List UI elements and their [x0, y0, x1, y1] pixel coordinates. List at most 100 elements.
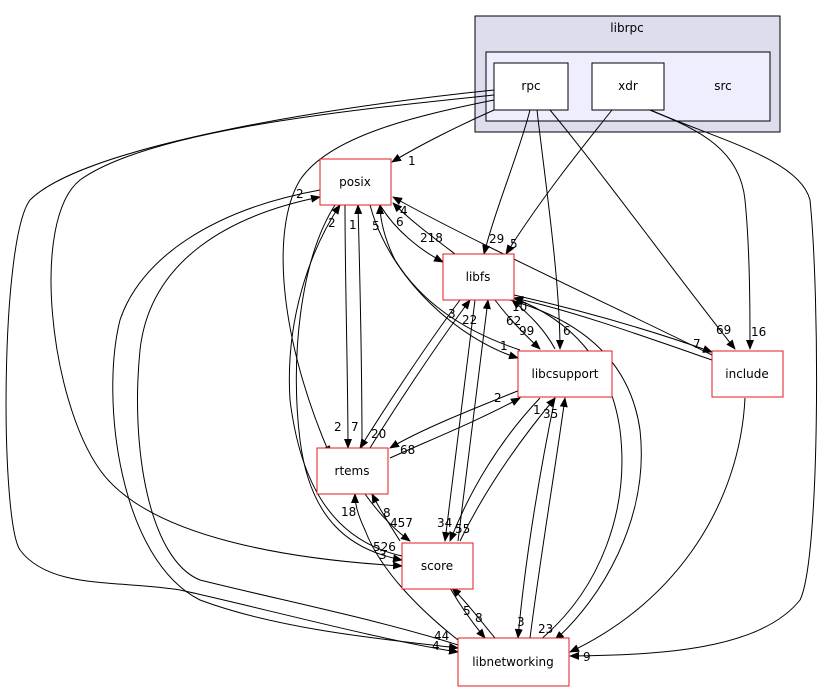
edge-label: 20	[371, 427, 386, 441]
edge-score-posix	[288, 204, 403, 557]
cluster-librpc-label: librpc	[610, 21, 643, 35]
edge-label: 62	[506, 314, 521, 328]
edge-label: 16	[751, 325, 766, 339]
node-include[interactable]: include	[711, 350, 784, 398]
node-libcsupport[interactable]: libcsupport	[517, 350, 613, 398]
edge-score-libcsupport	[459, 397, 556, 542]
edge-include-libfs	[513, 295, 713, 361]
edge-label: 8	[383, 506, 391, 520]
edge-libnetworking-rtems	[351, 493, 459, 641]
edge-label: 1	[349, 218, 357, 232]
edge-label: 5	[510, 237, 518, 251]
node-posix-label: posix	[339, 175, 371, 189]
edge-label: 18	[341, 505, 356, 519]
edge-label: 5	[372, 219, 380, 233]
edge-label: 6	[396, 215, 404, 229]
edge-label: 23	[538, 622, 553, 636]
edge-label: 3	[448, 307, 456, 321]
node-libnetworking-label: libnetworking	[472, 655, 554, 669]
node-score[interactable]: score	[401, 542, 474, 590]
edge-label: 8	[475, 611, 483, 625]
node-posix[interactable]: posix	[319, 158, 392, 206]
edge-label: 35	[543, 407, 558, 421]
node-rtems-label: rtems	[335, 464, 370, 478]
edge-include-posix	[392, 196, 713, 356]
edge-libnetworking-posix	[137, 194, 459, 646]
edge-score-rtems	[371, 493, 401, 542]
edge-libcsupport-posix	[376, 204, 521, 351]
edge-libfs-libnetworking	[509, 299, 642, 641]
node-rtems[interactable]: rtems	[316, 447, 389, 495]
edge-rtems-libcsupport	[389, 397, 521, 459]
edge-label: 99	[519, 324, 534, 338]
node-include-label: include	[725, 367, 768, 381]
edge-label: 2	[296, 187, 304, 201]
edge-posix-libcsupport	[369, 204, 519, 360]
edge-label: 1	[500, 339, 508, 353]
node-xdr[interactable]: xdr	[591, 62, 665, 111]
node-rpc-label: rpc	[521, 79, 540, 93]
edge-include-libnetworking	[569, 397, 746, 653]
edge-rtems-posix	[354, 204, 363, 449]
node-libcsupport-label: libcsupport	[532, 367, 599, 381]
edge-label: 7	[351, 420, 359, 434]
edge-label: 68	[400, 443, 415, 457]
edge-label: 1	[408, 154, 416, 168]
edge-labels: 1 2 2 1 5 4 6 218 29 5 3 22 10 62 99 6 1…	[296, 154, 766, 664]
edge-label: 2	[328, 216, 336, 230]
edge-label: 9	[583, 650, 591, 664]
edge-libcsupport-score	[449, 397, 541, 542]
edge-posix-rtems	[343, 204, 352, 449]
edge-xdr-libnetworking	[569, 109, 818, 660]
edge-rpc-libnetworking	[5, 89, 495, 655]
edge-score-libfs	[457, 299, 491, 542]
edge-libnetworking-score	[451, 587, 496, 639]
edge-libnetworking-libfs	[513, 297, 623, 641]
edge-label: 218	[420, 231, 443, 245]
edge-libfs-posix	[392, 202, 456, 255]
edge-rpc-libcsupport	[536, 109, 564, 350]
edge-libcsupport-libnetworking	[514, 397, 556, 639]
edge-libnetworking-libcsupport	[529, 397, 568, 639]
edge-label: 7	[693, 337, 701, 351]
node-libfs-label: libfs	[466, 270, 491, 284]
edge-label: 29	[489, 232, 504, 246]
node-rpc[interactable]: rpc	[493, 62, 569, 111]
edge-libfs-score	[442, 299, 476, 542]
edge-label: 4	[400, 204, 408, 218]
edge-label: 2	[494, 391, 502, 405]
edge-label: 457	[390, 516, 413, 530]
cluster-src-label: src	[714, 79, 732, 93]
edge-rpc-score	[50, 94, 495, 570]
edge-label: 55	[455, 522, 470, 536]
edge-label: 5	[463, 604, 471, 618]
edge-posix-libfs	[379, 204, 444, 263]
edge-label: 4	[432, 639, 440, 653]
edge-rpc-include	[549, 109, 736, 350]
edge-label: 69	[716, 323, 731, 337]
edge-rpc-libfs	[482, 109, 531, 255]
edge-label: 10	[512, 300, 527, 314]
edges	[5, 89, 818, 660]
edge-label: 22	[462, 313, 477, 327]
edge-label: 6	[563, 324, 571, 338]
edge-label: 34	[437, 516, 452, 530]
edge-label: 1	[533, 403, 541, 417]
edge-libfs-libcsupport	[494, 299, 541, 350]
edge-label: 3	[517, 615, 525, 629]
edge-label: 526	[373, 540, 396, 554]
edge-libfs-rtems	[359, 299, 461, 449]
edge-libfs-include	[513, 294, 713, 353]
edge-xdr-include	[649, 109, 754, 350]
node-score-label: score	[421, 559, 453, 573]
edge-rtems-libfs	[369, 299, 471, 449]
edge-label: 3	[379, 548, 387, 562]
edge-rpc-posix	[391, 109, 495, 163]
edge-posix-libnetworking	[112, 189, 459, 651]
node-libfs[interactable]: libfs	[442, 253, 515, 301]
node-xdr-label: xdr	[618, 79, 638, 93]
edge-libcsupport-rtems	[389, 389, 521, 449]
node-libnetworking[interactable]: libnetworking	[457, 637, 570, 687]
edge-label: 2	[334, 420, 342, 434]
